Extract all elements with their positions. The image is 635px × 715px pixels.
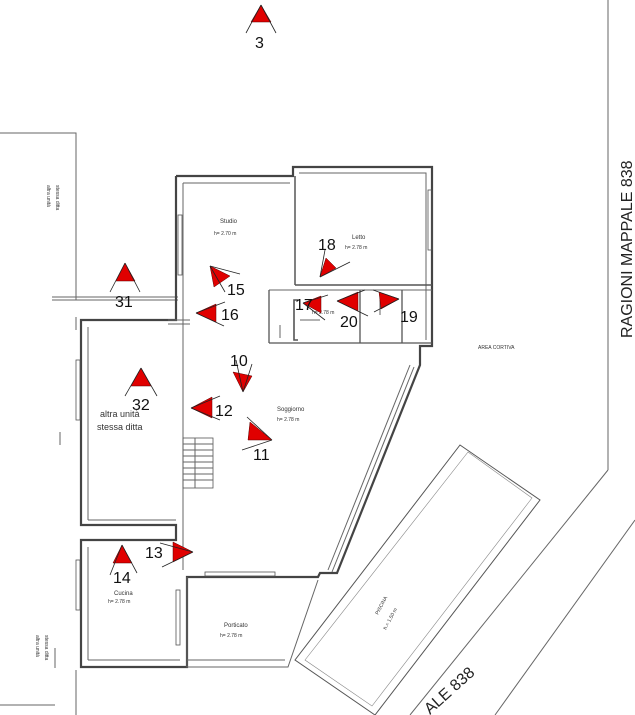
camera-number: 20: [340, 314, 358, 331]
camera-number: 18: [318, 237, 336, 254]
altra-unita-line1: altra unità: [100, 409, 140, 419]
room-studio-height: h= 2.70 m: [214, 231, 236, 237]
camera-marker-31[interactable]: 31: [109, 262, 141, 311]
camera-marker-32[interactable]: 32: [124, 367, 158, 414]
room-studio-name: Studio: [220, 219, 238, 225]
ragioni-mappale-label: RAGIONI MAPPALE 838: [619, 160, 635, 338]
swimming-pool: PISCINA h.= 1.50 m: [294, 444, 541, 715]
camera-marker-18[interactable]: 18: [318, 237, 351, 278]
room-cucina-height: h= 2.78 m: [108, 599, 130, 605]
rotated-note-top-2: stessa ditta: [54, 185, 60, 211]
camera-marker-12[interactable]: 12: [190, 395, 233, 421]
staircase: [182, 437, 214, 489]
camera-number: 31: [115, 294, 133, 311]
camera-number: 3: [255, 35, 264, 52]
rotated-note-bottom-2: stessa ditta: [43, 635, 49, 661]
right-boundary: [409, 0, 635, 715]
pool-name: PISCINA: [374, 595, 389, 616]
camera-number: 13: [145, 545, 163, 562]
room-bagno-height: h= 2.78 m: [312, 310, 334, 316]
camera-marker-16[interactable]: 16: [195, 301, 239, 327]
camera-marker-15[interactable]: 15: [209, 265, 245, 299]
camera-number: 32: [132, 397, 150, 414]
camera-marker-20[interactable]: 20: [336, 289, 369, 331]
camera-number: 14: [113, 570, 131, 587]
camera-marker-19[interactable]: 19: [372, 289, 418, 326]
room-porticato-name: Porticato: [224, 623, 248, 629]
room-porticato-height: h= 2.78 m: [220, 633, 242, 639]
camera-marker-3[interactable]: 3: [245, 4, 277, 52]
camera-marker-17[interactable]: 17: [295, 294, 329, 321]
camera-marker-10[interactable]: 10: [230, 353, 253, 393]
camera-number: 19: [400, 309, 418, 326]
camera-number: 10: [230, 353, 248, 370]
camera-number: 15: [227, 282, 245, 299]
building-walls: [75, 165, 434, 669]
camera-marker-14[interactable]: 14: [109, 544, 138, 587]
room-cucina-name: Cucina: [114, 591, 133, 597]
rotated-note-top-1: altra unità: [45, 185, 51, 207]
room-letto-height: h= 2.78 m: [345, 245, 367, 251]
altra-unita-line2: stessa ditta: [97, 422, 143, 432]
room-soggiorno-height: h= 2.78 m: [277, 417, 299, 423]
pool-depth: h.= 1.50 m: [382, 607, 398, 631]
camera-marker-11[interactable]: 11: [241, 416, 273, 464]
room-soggiorno-name: Soggiorno: [277, 407, 305, 413]
area-cortiva-label: AREA CORTIVA: [478, 345, 515, 351]
camera-number: 11: [253, 447, 270, 464]
camera-number: 17: [295, 297, 313, 314]
room-letto-name: Letto: [352, 235, 366, 241]
camera-number: 16: [221, 307, 239, 324]
camera-marker-13[interactable]: 13: [145, 541, 194, 568]
camera-number: 12: [215, 403, 233, 420]
mappale-838-label: ALE 838: [421, 664, 478, 715]
rotated-note-bottom-1: altra unità: [34, 635, 40, 657]
left-neighbour-outline: [0, 132, 178, 715]
